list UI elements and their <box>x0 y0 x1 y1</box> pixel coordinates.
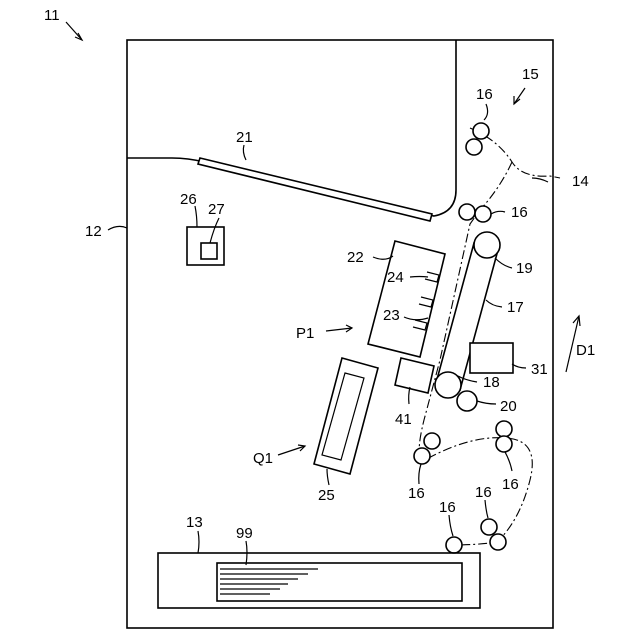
label-d1: D1 <box>576 342 595 359</box>
label-24: 24 <box>387 269 404 286</box>
label-16-d: 16 <box>502 476 519 493</box>
document-reader-outline <box>127 40 456 216</box>
paper-cassette-13 <box>158 553 480 608</box>
label-11: 11 <box>44 7 60 24</box>
label-16-c: 16 <box>408 485 425 502</box>
roller-16-top-a <box>473 123 489 139</box>
label-16-e: 16 <box>475 484 492 501</box>
label-16-a: 16 <box>476 86 493 103</box>
label-21: 21 <box>236 129 253 146</box>
label-31: 31 <box>531 361 548 378</box>
label-17: 17 <box>507 299 524 316</box>
label-12: 12 <box>85 223 102 240</box>
label-27: 27 <box>208 201 225 218</box>
paper-sheets <box>220 569 318 594</box>
label-18: 18 <box>483 374 500 391</box>
roller-20 <box>457 391 477 411</box>
cartridge-25 <box>314 358 378 474</box>
label-13: 13 <box>186 514 203 531</box>
roller-18 <box>435 372 461 398</box>
label-14: 14 <box>572 173 589 190</box>
label-20: 20 <box>500 398 517 415</box>
label-22: 22 <box>347 249 364 266</box>
label-19: 19 <box>516 260 533 277</box>
label-q1: Q1 <box>253 450 273 467</box>
roller-16-low-left-b <box>414 448 430 464</box>
roller-16-mid-a <box>459 204 475 220</box>
label-99: 99 <box>236 525 253 542</box>
roller-16-low-right-b <box>496 436 512 452</box>
roller-16-mid-b <box>475 206 491 222</box>
label-26: 26 <box>180 191 197 208</box>
roller-16-bottom-c <box>446 537 462 553</box>
roller-16-low-left-a <box>424 433 440 449</box>
label-p1: P1 <box>296 325 314 342</box>
roller-16-bottom-b <box>490 534 506 550</box>
roller-16-top-b <box>466 139 482 155</box>
label-41: 41 <box>395 411 412 428</box>
roller-19 <box>474 232 500 258</box>
label-16-f: 16 <box>439 499 456 516</box>
label-23: 23 <box>383 307 400 324</box>
roller-16-low-right-a <box>496 421 512 437</box>
roller-16-bottom-a <box>481 519 497 535</box>
display-27 <box>201 243 217 259</box>
platen-glass-21 <box>198 158 432 221</box>
label-15: 15 <box>522 66 539 83</box>
label-16-b: 16 <box>511 204 528 221</box>
label-25: 25 <box>318 487 335 504</box>
unit-31 <box>470 343 513 373</box>
unit-41 <box>395 358 434 393</box>
